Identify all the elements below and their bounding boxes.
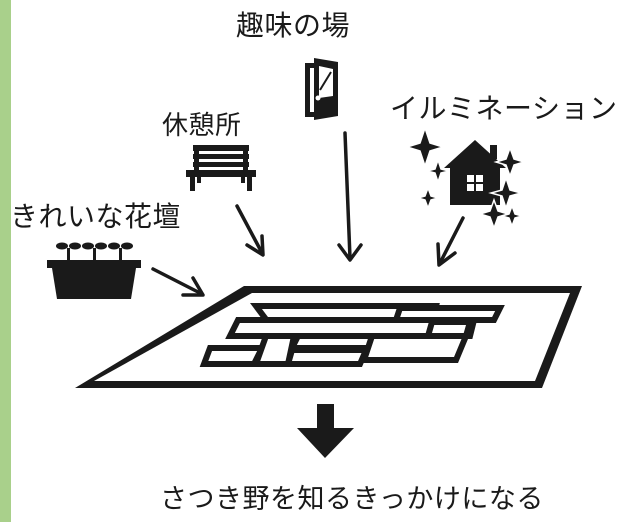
sparkling-house-icon: [404, 125, 527, 231]
label-hobby-space: 趣味の場: [236, 9, 351, 42]
floor-plan-icon: [75, 286, 582, 388]
caption: さつき野を知るきっかけになる: [160, 484, 544, 515]
bench-icon: [186, 145, 256, 191]
down-arrow-icon: [297, 404, 354, 458]
arrows: [151, 131, 465, 297]
sparkle: [404, 125, 527, 231]
accent-bar: [0, 0, 11, 522]
sprout: [56, 242, 133, 261]
label-flower-bed: きれいな花壇: [10, 200, 182, 233]
door-icon: [305, 58, 338, 120]
label-rest-area: 休憩所: [162, 111, 242, 141]
arrow-flower-bed: [151, 267, 205, 297]
planter-icon: [47, 242, 141, 299]
arrow-illumination: [436, 216, 465, 267]
arrow-rest-area: [235, 204, 265, 257]
arrow-hobby-space: [337, 131, 363, 262]
label-illumination: イルミネーション: [390, 92, 618, 125]
